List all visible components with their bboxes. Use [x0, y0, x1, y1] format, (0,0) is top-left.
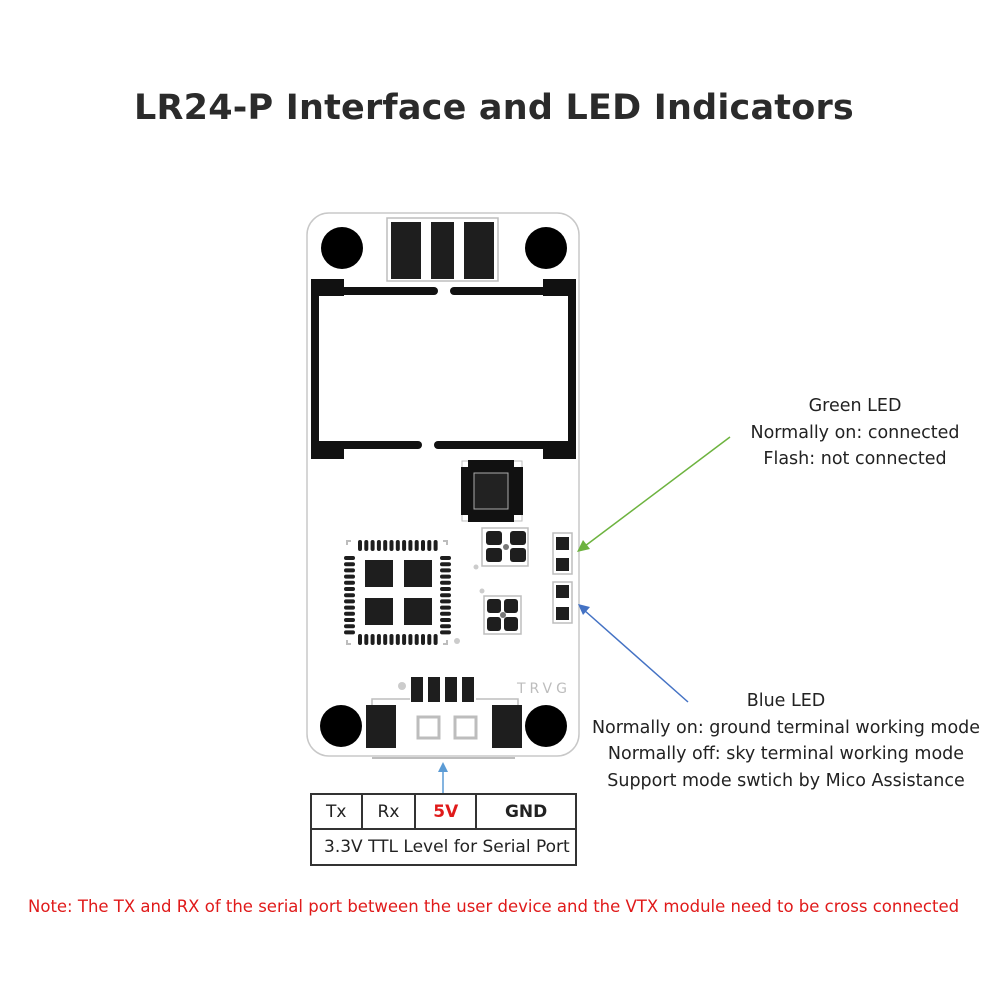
- chip-pin: [440, 580, 451, 585]
- green-led-component: [552, 532, 573, 575]
- chip-pin: [364, 634, 369, 645]
- chip-pin: [389, 540, 394, 551]
- chip-pin: [344, 599, 355, 604]
- chip-pin: [440, 611, 451, 616]
- top-pad-1: [391, 222, 421, 279]
- chip-pin: [433, 540, 438, 551]
- chip-pin: [344, 618, 355, 622]
- chip-pin: [440, 618, 451, 622]
- chip-pin: [408, 634, 413, 645]
- green-led-heading: Green LED: [808, 396, 902, 416]
- top-connector-outline: [386, 217, 499, 282]
- chip-pin: [344, 605, 355, 610]
- blue-led-line: Support mode swtich by Mico Assistance: [607, 770, 965, 791]
- green-led-description: Green LED Normally on: connected Flash: …: [700, 393, 1000, 473]
- chip-pin: [421, 540, 425, 551]
- cross-connect-note: Note: The TX and RX of the serial port b…: [28, 897, 960, 916]
- bottom-square-2: [453, 715, 478, 740]
- chip-pin: [440, 568, 451, 573]
- blue-led-description: Blue LED Normally on: ground terminal wo…: [572, 688, 1000, 794]
- chip-pin: [376, 634, 381, 645]
- chip-pin: [440, 562, 451, 567]
- chip-pin: [440, 587, 451, 591]
- chip-pin: [344, 611, 355, 616]
- antenna-frame: [311, 279, 576, 459]
- top-pad-3: [464, 222, 494, 279]
- chip-pin: [402, 634, 407, 645]
- chip-pin: [433, 634, 438, 645]
- chip-pin: [376, 540, 381, 551]
- chip-pin: [364, 540, 369, 551]
- blue-led-line: Normally off: sky terminal working mode: [607, 744, 965, 764]
- chip-pin: [414, 540, 419, 551]
- blue-led-component: [552, 581, 573, 624]
- pin-table-caption: 3.3V TTL Level for Serial Port: [310, 828, 577, 866]
- mounting-hole-top-left: [321, 227, 363, 269]
- chip-pin: [383, 634, 388, 645]
- pin-table: Tx Rx 5V GND 3.3V TTL Level for Serial P…: [310, 793, 577, 866]
- chip-pin: [440, 605, 451, 610]
- pin-rx: Rx: [360, 793, 417, 830]
- silkscreen-label: TRVG: [516, 681, 571, 697]
- chip-pin: [395, 540, 400, 551]
- pin-5v: 5V: [414, 793, 478, 830]
- chip-pin: [440, 574, 451, 579]
- blue-led-arrow-icon: [578, 604, 689, 703]
- chip-pin: [344, 562, 355, 567]
- page-title: LR24-P Interface and LED Indicators: [134, 88, 854, 128]
- chip-pin: [370, 634, 375, 645]
- chip-pin: [344, 580, 355, 585]
- chip-pin: [414, 634, 419, 645]
- chip-pin: [421, 634, 425, 645]
- chip-pin: [383, 540, 388, 551]
- chip-pin: [344, 624, 355, 629]
- connector-arrow-icon: [438, 762, 448, 793]
- chip-pin: [440, 630, 451, 635]
- blue-led-line: Normally on: ground terminal working mod…: [591, 717, 981, 738]
- chip-pin: [402, 540, 407, 551]
- chip-pin: [427, 634, 432, 645]
- bottom-pad-left: [366, 705, 396, 748]
- bottom-header-pads: [411, 677, 474, 702]
- chip-pin: [344, 568, 355, 573]
- mounting-hole-top-right: [525, 227, 567, 269]
- main-chip: [344, 540, 460, 645]
- chip-pin: [344, 587, 355, 591]
- caption-row: 3.3V TTL Level for Serial Port: [310, 828, 577, 866]
- chip-pin: [344, 556, 355, 560]
- chip-pin: [440, 593, 451, 598]
- qfn-chip: [461, 460, 523, 522]
- top-pad-2: [431, 222, 454, 279]
- green-led-line: Flash: not connected: [763, 449, 947, 469]
- chip-pin: [440, 599, 451, 604]
- pin-tx: Tx: [310, 793, 363, 830]
- chip-pin: [440, 556, 451, 560]
- chip-pin: [370, 540, 375, 551]
- blue-led-heading: Blue LED: [746, 691, 826, 711]
- pin-row: Tx Rx 5V GND: [310, 793, 577, 830]
- four-pad-component-1: [481, 527, 529, 567]
- chip-pin: [358, 634, 362, 645]
- chip-pin: [440, 624, 451, 629]
- bottom-square-1: [416, 715, 441, 740]
- green-led-line: Normally on: connected: [750, 422, 960, 443]
- chip-pin: [408, 540, 413, 551]
- pin-gnd: GND: [475, 793, 577, 830]
- green-led-arrow-icon: [577, 436, 731, 552]
- chip-pin: [344, 574, 355, 579]
- bottom-pad-right: [492, 705, 522, 748]
- chip-pin: [358, 540, 362, 551]
- chip-pin: [344, 630, 355, 635]
- four-pad-component-2: [483, 595, 522, 635]
- mounting-hole-bottom-left: [320, 705, 362, 747]
- mounting-hole-bottom-right: [525, 705, 567, 747]
- chip-pin: [344, 593, 355, 598]
- chip-pin: [389, 634, 394, 645]
- chip-pin: [427, 540, 432, 551]
- chip-pin: [395, 634, 400, 645]
